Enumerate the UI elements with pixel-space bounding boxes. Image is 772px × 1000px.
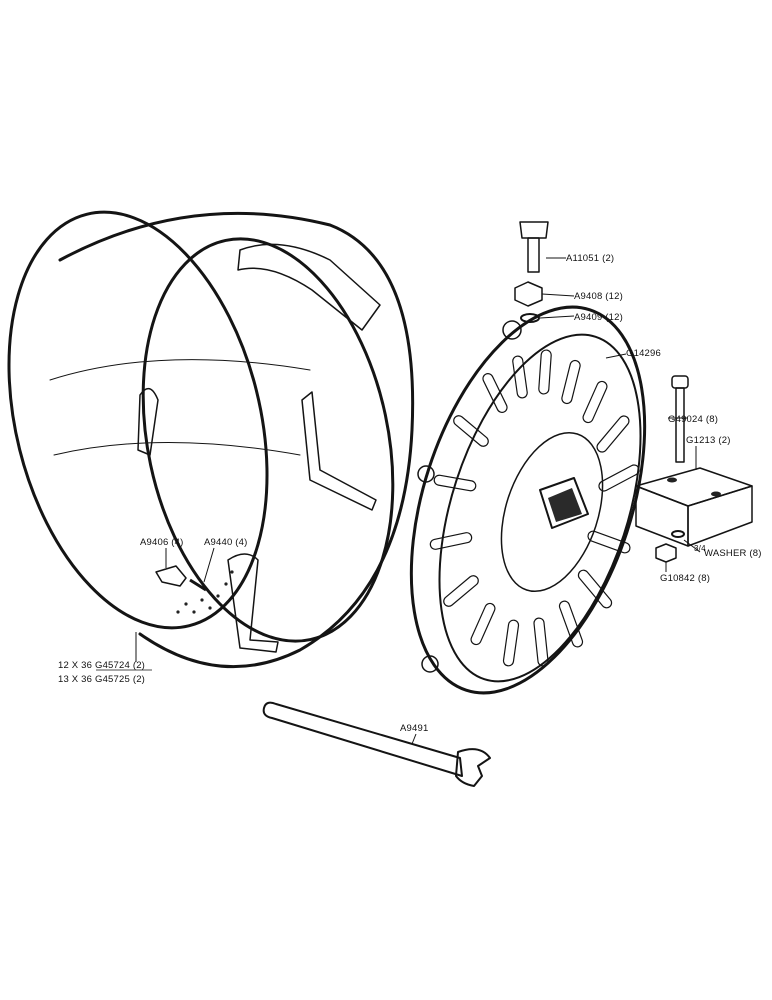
open-end-wrench-icon <box>262 701 491 787</box>
clamp-icon <box>155 565 187 587</box>
bolt-icon <box>519 221 549 273</box>
label-long-bolt: G49024 (8) <box>668 414 718 425</box>
label-bolt: A11051 (2) <box>566 253 614 264</box>
label-lock-washer: A9409 (12) <box>574 312 623 323</box>
label-washer-size: 3/4 <box>694 544 706 553</box>
label-block-nut: G10842 (8) <box>660 573 710 584</box>
label-washer: WASHER (8) <box>704 548 762 559</box>
washer-icon <box>671 530 685 538</box>
label-rim-12x36: 12 X 36 G45724 (2) <box>58 660 145 671</box>
lock-washer-icon <box>520 313 540 323</box>
label-block-weight: G1213 (2) <box>686 435 731 446</box>
block-weight-icon <box>635 467 753 547</box>
label-nut: A9408 (12) <box>574 291 623 302</box>
nut-icon <box>514 281 543 307</box>
label-wrench: A9491 <box>400 723 428 734</box>
label-rim-13x36: 13 X 36 G45725 (2) <box>58 674 145 685</box>
long-bolt-icon <box>671 375 689 463</box>
clamp-bolt-icon <box>189 578 207 592</box>
label-clamp: A9406 (4) <box>140 537 184 548</box>
cast-wheel-weight-icon <box>409 305 647 695</box>
wheel-rim-icon <box>7 210 415 669</box>
block-nut-icon <box>655 543 677 563</box>
label-wheel-weight: G14296 <box>626 348 661 359</box>
label-clamp-bolt: A9440 (4) <box>204 537 248 548</box>
leader-lines <box>135 257 701 745</box>
